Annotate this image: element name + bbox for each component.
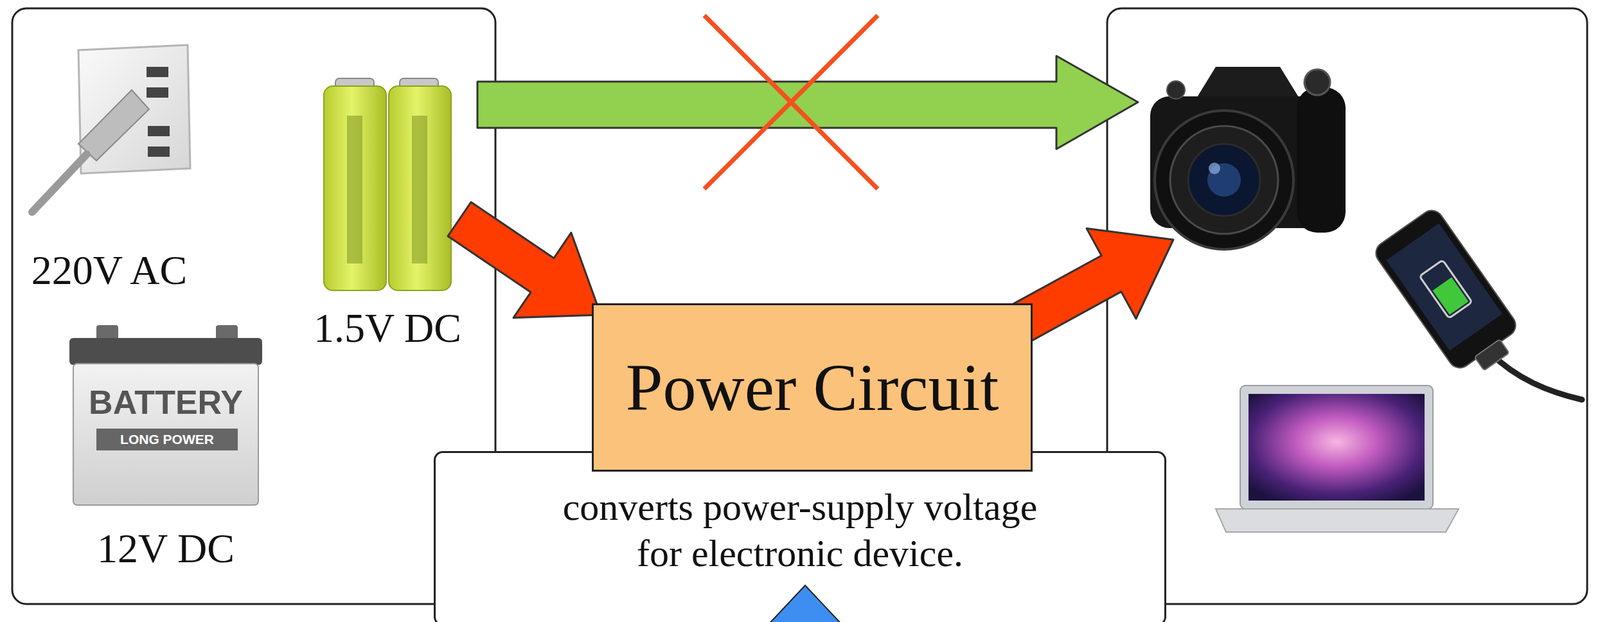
phone-body <box>1371 206 1520 373</box>
phone-cable <box>1489 352 1583 400</box>
laptop-base <box>1215 508 1459 533</box>
battery-stripe <box>346 115 363 264</box>
phone-screen <box>1386 223 1503 351</box>
input-arrow <box>447 202 601 319</box>
callout-pointer <box>765 585 845 622</box>
camera-glass <box>1188 143 1261 216</box>
voltage-label: 12V DC <box>97 526 235 572</box>
camera-dial <box>1304 69 1331 96</box>
callout-text: converts power-supply voltage for electr… <box>549 483 1051 577</box>
battery-lid <box>69 337 263 365</box>
battery-print: LONG POWER <box>120 431 214 447</box>
battery-level <box>1432 276 1469 315</box>
battery-stripe <box>411 115 428 264</box>
process-box: Power Circuit <box>591 303 1033 472</box>
camera-prism <box>1195 66 1301 101</box>
car-battery <box>69 325 263 506</box>
voltage-label: 220V AC <box>31 248 187 294</box>
source-panel <box>12 8 496 605</box>
plug-body <box>78 89 150 161</box>
outlet-slot <box>147 125 170 137</box>
camera-dial <box>1166 80 1185 99</box>
camera-grip <box>1296 87 1346 233</box>
cross-mark <box>704 15 878 189</box>
camera-lens <box>1170 125 1279 234</box>
battery-band <box>96 428 238 451</box>
battery-cell <box>323 86 387 291</box>
outlet-slot <box>146 66 169 78</box>
outlet-slot <box>146 87 169 98</box>
camera <box>1150 66 1346 250</box>
cross-mark <box>704 15 878 189</box>
laptop-screen <box>1248 393 1425 501</box>
camera-glass <box>1207 163 1241 197</box>
battery-print: BATTERY <box>88 384 243 421</box>
direct-arrow <box>477 55 1138 150</box>
battery-cell <box>388 86 452 291</box>
battery-icon <box>1419 260 1473 319</box>
outlet-plate <box>78 44 191 174</box>
lens-reflection <box>1208 162 1221 175</box>
smartphone <box>1371 206 1583 400</box>
callout-box: converts power-supply voltage for electr… <box>433 451 1167 622</box>
plug-cable <box>32 154 87 213</box>
aa-batteries <box>323 78 452 291</box>
wall-outlet <box>32 44 191 213</box>
output-arrow <box>1008 228 1174 343</box>
voltage-label: 1.5V DC <box>313 305 462 351</box>
box-title: Power Circuit <box>625 350 1000 425</box>
laptop-lid <box>1240 385 1433 509</box>
camera-lens <box>1154 110 1294 250</box>
phone-plug <box>1474 339 1510 371</box>
outlet-slot <box>147 146 170 157</box>
laptop <box>1215 385 1459 533</box>
battery-case <box>73 363 259 506</box>
device-panel <box>1107 8 1588 605</box>
